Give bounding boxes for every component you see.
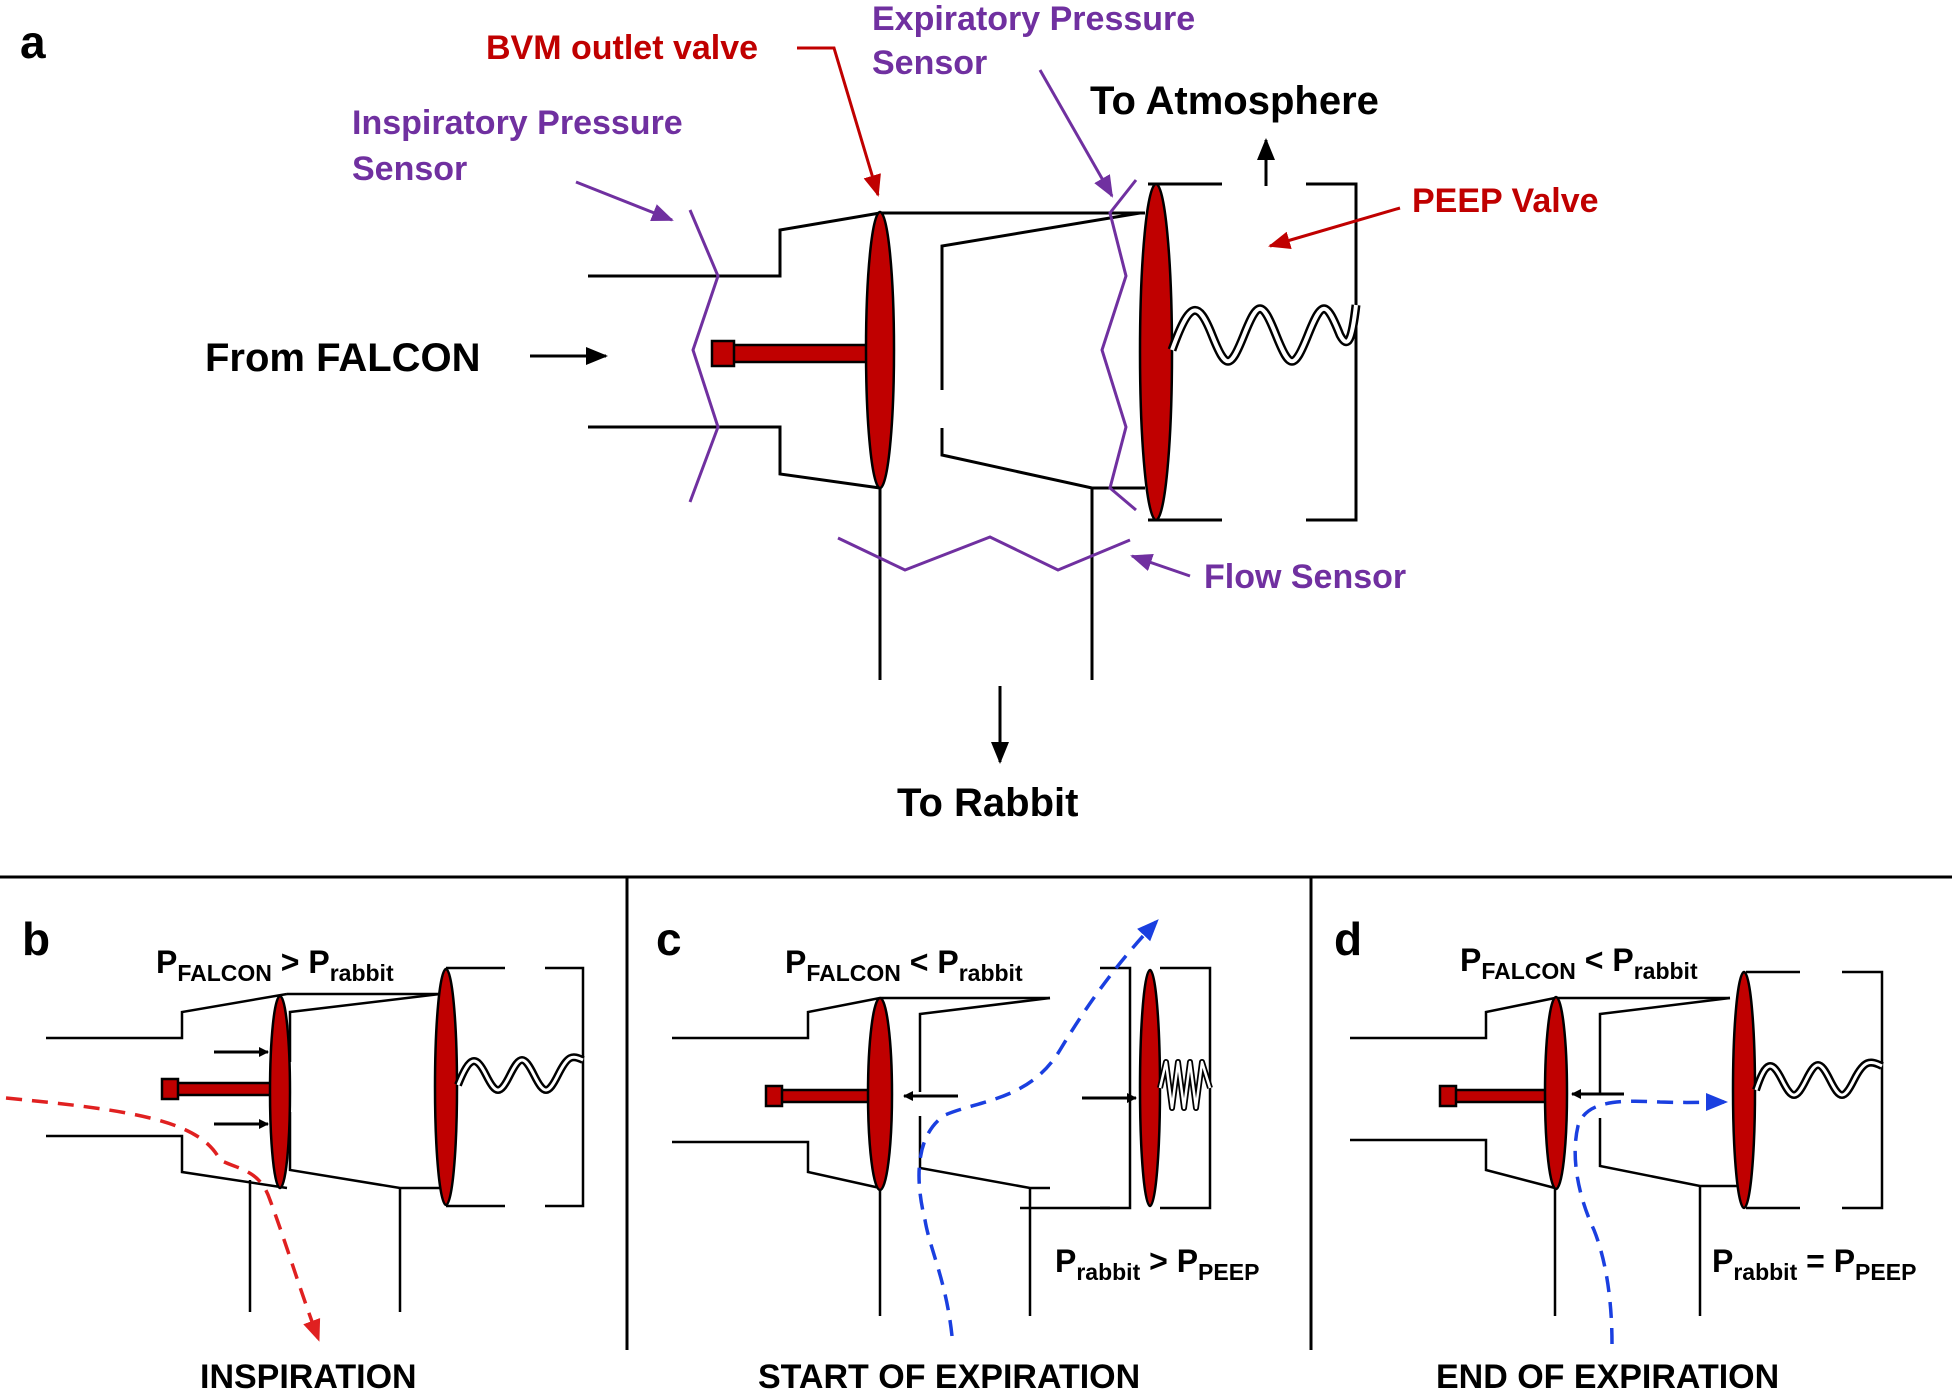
expiratory-flow-arrow-c <box>917 919 1159 1337</box>
flow-sensor-pointer <box>1130 554 1191 578</box>
inlet-tube <box>588 211 881 490</box>
panel-letter-a: a <box>20 16 46 68</box>
inspiratory-flow-arrow <box>5 1096 321 1342</box>
pressure-equation-d-2: Prabbit = PPEEP <box>1712 1243 1916 1285</box>
caption-inspiration: INSPIRATION <box>200 1358 417 1396</box>
pressure-equation-c-2: Prabbit > PPEEP <box>1055 1243 1259 1285</box>
to-atmosphere-label: To Atmosphere <box>1090 79 1379 123</box>
pressure-equation-b: PFALCON > Prabbit <box>156 944 394 986</box>
panel-a: a <box>20 0 1599 825</box>
peep-valve-disk <box>1138 182 1361 522</box>
pressure-equation-c: PFALCON < Prabbit <box>785 944 1023 986</box>
expiratory-sensor-pointer <box>1038 69 1114 198</box>
valve-housing <box>878 211 1145 680</box>
pressure-equation-d: PFALCON < Prabbit <box>1460 942 1698 984</box>
panel-letter-b: b <box>22 913 50 965</box>
expiratory-flow-arrow-d <box>1573 1093 1728 1345</box>
peep-valve-housing <box>1148 182 1358 522</box>
inspiratory-sensor-pointer <box>575 180 674 222</box>
to-rabbit-label: To Rabbit <box>897 781 1078 825</box>
from-falcon-label: From FALCON <box>205 336 481 380</box>
valve-assembly-b <box>46 966 585 1312</box>
peep-valve-pointer <box>1268 206 1401 250</box>
flow-sensor-label: Flow Sensor <box>1204 558 1406 596</box>
panel-b: b PFALCON > Prabbit INSPIRATION <box>5 913 585 1396</box>
inspiratory-pressure-sensor-line <box>688 209 720 503</box>
inspiratory-sensor-label-1: Inspiratory Pressure <box>352 104 683 142</box>
inspiratory-sensor-label-2: Sensor <box>352 150 467 188</box>
panel-letter-d: d <box>1334 913 1362 965</box>
valve-assembly-d <box>1350 970 1884 1316</box>
bvm-valve-pointer <box>797 46 881 197</box>
bvm-outlet-valve-label: BVM outlet valve <box>486 29 758 67</box>
panel-c: c PFALCON < Prabbit Prabbit > PPEEP STAR… <box>656 913 1259 1396</box>
expiratory-sensor-label-2: Sensor <box>872 44 987 82</box>
caption-start-of-expiration: START OF EXPIRATION <box>758 1358 1140 1396</box>
flow-sensor-line <box>837 535 1131 572</box>
valve-assembly-c <box>672 966 1213 1316</box>
bvm-outlet-valve <box>710 210 896 490</box>
peep-valve-label: PEEP Valve <box>1412 182 1599 220</box>
expiratory-sensor-label-1: Expiratory Pressure <box>872 0 1195 38</box>
expiratory-pressure-sensor-line <box>1100 179 1138 512</box>
panel-letter-c: c <box>656 913 682 965</box>
panel-d: d PFALCON < Prabbit Prabbit = PPEEP END … <box>1334 913 1916 1396</box>
caption-end-of-expiration: END OF EXPIRATION <box>1436 1358 1779 1396</box>
